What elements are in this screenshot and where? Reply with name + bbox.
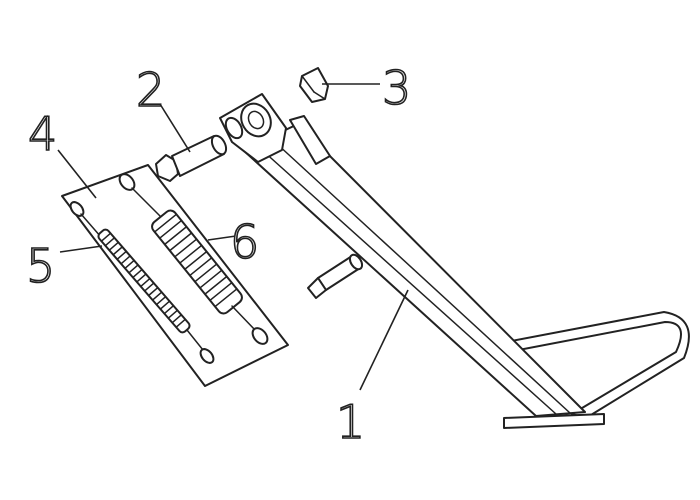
callout-4: 4 <box>28 107 57 161</box>
leader-6 <box>207 235 237 241</box>
leader-5 <box>59 245 103 253</box>
side-stand <box>219 93 690 429</box>
leader-1 <box>359 289 409 391</box>
spring-anchor-pin <box>307 253 364 299</box>
leader-4 <box>57 149 97 199</box>
callout-2: 2 <box>136 63 165 117</box>
callout-5: 5 <box>26 239 55 293</box>
callout-3: 3 <box>382 61 411 115</box>
nut <box>299 67 329 103</box>
spring-set-board <box>61 164 289 387</box>
leader-2 <box>159 103 191 153</box>
lower-spring <box>69 201 215 364</box>
pivot-bolt <box>155 134 228 182</box>
callout-6: 6 <box>230 215 259 269</box>
upper-spring <box>118 173 269 345</box>
callout-1: 1 <box>336 395 365 449</box>
